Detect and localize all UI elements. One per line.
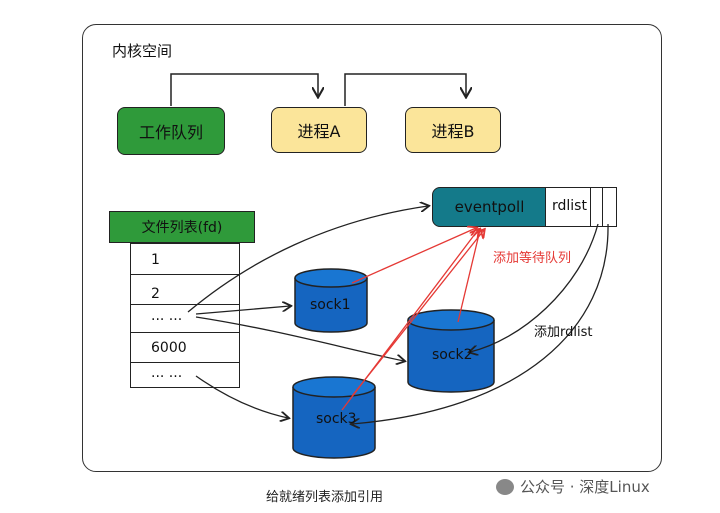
file-table-row: 2 <box>151 286 160 302</box>
rdlist-box: rdlist <box>545 187 617 227</box>
kernel-space-panel <box>82 24 662 472</box>
table-divider <box>131 274 239 275</box>
rdlist-ref-arrow <box>352 223 609 424</box>
rdlist-cell <box>602 188 603 226</box>
wait-queue-link <box>170 73 318 106</box>
sock1-cylinder <box>294 268 368 333</box>
file-table-header: 文件列表(fd) <box>109 211 255 243</box>
process-b-box: 进程B <box>405 107 501 153</box>
eventpoll-box: eventpoll <box>432 187 547 227</box>
file-table-row: ... ... <box>151 308 183 324</box>
sock1-label: sock1 <box>310 297 351 313</box>
file-table-row: 1 <box>151 252 160 268</box>
watermark: 公众号 · 深度Linux <box>496 476 650 497</box>
table-divider <box>131 332 239 333</box>
fd-to-sock1-arrow <box>195 306 290 315</box>
wait-queue-link <box>344 73 466 106</box>
wait-queue-box: 工作队列 <box>117 107 225 155</box>
rdlist-cell <box>590 188 591 226</box>
add-wait-queue-label: 添加等待队列 <box>493 251 572 266</box>
sock2-cylinder <box>407 309 495 393</box>
wait-queue-arrow <box>351 228 476 284</box>
fd-to-eventpoll-arrow <box>187 206 428 313</box>
file-table-row: ... ... <box>151 365 183 381</box>
add-rdlist-label: 添加rdlist <box>534 325 593 340</box>
file-table-row: 6000 <box>151 340 187 356</box>
file-table: 1 2 ... ... 6000 ... ... <box>130 243 240 388</box>
watermark-text: 公众号 · 深度Linux <box>520 478 650 496</box>
rdlist-label: rdlist <box>552 198 587 214</box>
rdlist-ref-arrow <box>470 223 599 352</box>
wait-queue-arrow <box>457 230 480 323</box>
table-divider <box>131 304 239 305</box>
fd-to-sock3-arrow <box>195 375 288 418</box>
sock3-label: sock3 <box>316 411 357 427</box>
process-a-box: 进程A <box>271 107 367 153</box>
kernel-space-label: 内核空间 <box>112 42 173 60</box>
table-divider <box>131 362 239 363</box>
sock2-label: sock2 <box>432 347 473 363</box>
wechat-icon <box>496 478 514 495</box>
sock3-cylinder <box>292 376 376 459</box>
figure-caption: 给就绪列表添加引用 <box>266 490 384 505</box>
wait-queue-arrow <box>351 230 484 397</box>
